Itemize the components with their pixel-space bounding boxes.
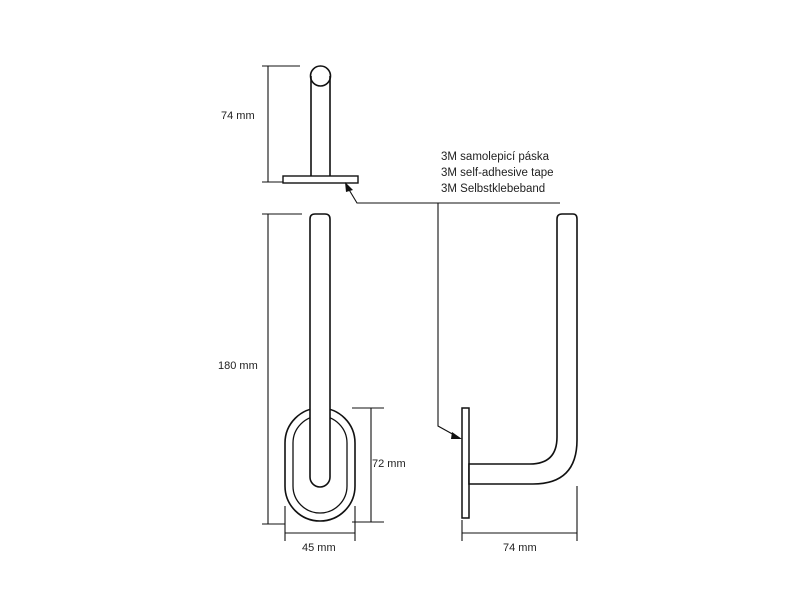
leader-arrow-side-view — [451, 432, 462, 439]
top-view-rod-cap — [309, 65, 332, 87]
side-view-rod — [468, 213, 578, 485]
dim-plate-width-label: 45 mm — [302, 542, 336, 554]
dim-depth-label: 74 mm — [503, 542, 537, 554]
front-view: 180 mm 72 mm 45 mm — [218, 213, 406, 554]
dim-total-height-label: 180 mm — [218, 360, 258, 372]
top-view: 74 mm — [221, 65, 359, 184]
tape-callout: 3M samolepicí páska 3M self-adhesive tap… — [345, 151, 560, 439]
top-view-rod — [310, 76, 331, 176]
dim-plate-height-label: 72 mm — [372, 458, 406, 470]
leader-line-side-view — [437, 203, 457, 437]
tape-note-german: 3M Selbstklebeband — [441, 183, 545, 195]
top-view-base-plate — [282, 175, 359, 184]
side-view: 74 mm — [461, 213, 578, 554]
leader-arrow-top-view — [345, 182, 353, 192]
dim-top-height-label: 74 mm — [221, 110, 255, 122]
tape-note-english: 3M self-adhesive tape — [441, 167, 554, 179]
tape-note-czech: 3M samolepicí páska — [441, 151, 550, 163]
front-view-rod — [309, 213, 331, 488]
side-view-wall-plate — [461, 407, 470, 519]
leader-line-top-view — [347, 187, 560, 204]
